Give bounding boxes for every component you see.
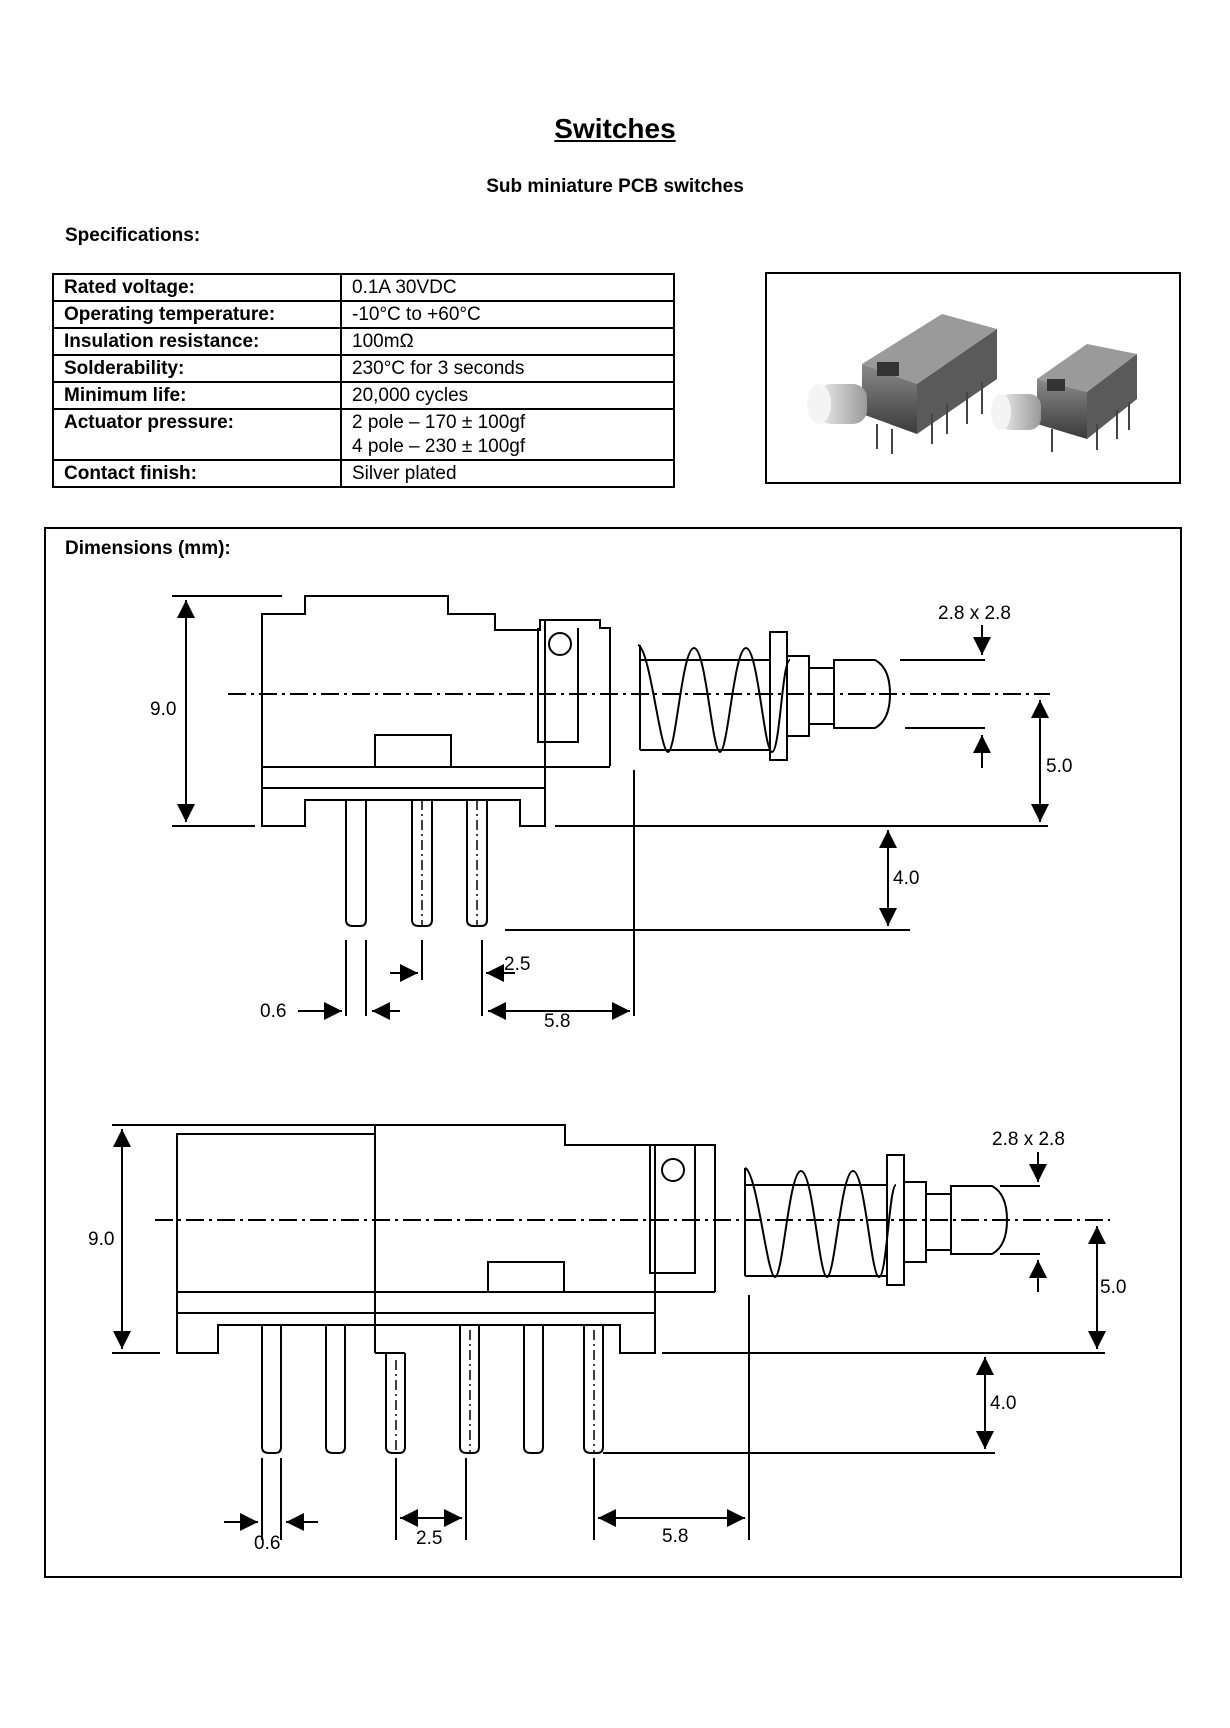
spec-value-line: 4 pole – 230 ± 100gf <box>352 436 526 457</box>
spec-label: Solderability: <box>52 354 342 383</box>
spec-value: -10°C to +60°C <box>340 300 675 329</box>
spec-label: Actuator pressure: <box>52 408 342 461</box>
spec-value: Silver plated <box>340 459 675 488</box>
label-pin-length: 4.0 <box>893 868 919 889</box>
drawing-2-pole <box>172 595 1050 1020</box>
table-row: Solderability: 230°C for 3 seconds <box>52 354 675 383</box>
spec-value-line: 2 pole – 170 ± 100gf <box>352 412 526 433</box>
specifications-heading: Specifications: <box>65 225 201 246</box>
dimensions-heading: Dimensions (mm): <box>65 538 231 559</box>
label-pin-length: 4.0 <box>990 1393 1016 1414</box>
spec-value: 100mΩ <box>340 327 675 356</box>
table-row: Operating temperature: -10°C to +60°C <box>52 300 675 329</box>
spec-value: 230°C for 3 seconds <box>340 354 675 383</box>
spec-value: 0.1A 30VDC <box>340 273 675 302</box>
page-title: Switches <box>554 113 676 144</box>
spec-label: Minimum life: <box>52 381 342 410</box>
label-pin-offset: 5.8 <box>662 1526 688 1547</box>
spec-label: Contact finish: <box>52 459 342 488</box>
page-subtitle: Sub miniature PCB switches <box>486 176 744 197</box>
label-pin-pitch: 2.5 <box>416 1528 442 1549</box>
spec-value: 20,000 cycles <box>340 381 675 410</box>
spec-label: Insulation resistance: <box>52 327 342 356</box>
label-pin-offset: 5.8 <box>544 1011 570 1032</box>
spec-value: 2 pole – 170 ± 100gf 4 pole – 230 ± 100g… <box>340 408 675 461</box>
label-pin-pitch: 2.5 <box>504 954 530 975</box>
label-height: 9.0 <box>88 1229 114 1250</box>
switch-photo-image <box>807 314 1137 454</box>
table-row: Contact finish: Silver plated <box>52 459 675 488</box>
label-height: 9.0 <box>150 699 176 720</box>
label-offset: 5.0 <box>1046 756 1072 777</box>
label-offset: 5.0 <box>1100 1277 1126 1298</box>
table-row: Insulation resistance: 100mΩ <box>52 327 675 356</box>
label-pin-width: 0.6 <box>260 1001 286 1022</box>
table-row: Actuator pressure: 2 pole – 170 ± 100gf … <box>52 408 675 461</box>
label-actuator-size: 2.8 x 2.8 <box>992 1129 1065 1150</box>
product-photo <box>765 272 1181 484</box>
spec-label: Rated voltage: <box>52 273 342 302</box>
spec-label: Operating temperature: <box>52 300 342 329</box>
label-actuator-size: 2.8 x 2.8 <box>938 603 1011 624</box>
dimensions-box <box>44 527 1182 1578</box>
specifications-table: Rated voltage: 0.1A 30VDC Operating temp… <box>52 273 675 488</box>
label-pin-width: 0.6 <box>254 1533 280 1554</box>
table-row: Rated voltage: 0.1A 30VDC <box>52 273 675 302</box>
drawing-4-pole <box>112 1124 1110 1540</box>
table-row: Minimum life: 20,000 cycles <box>52 381 675 410</box>
